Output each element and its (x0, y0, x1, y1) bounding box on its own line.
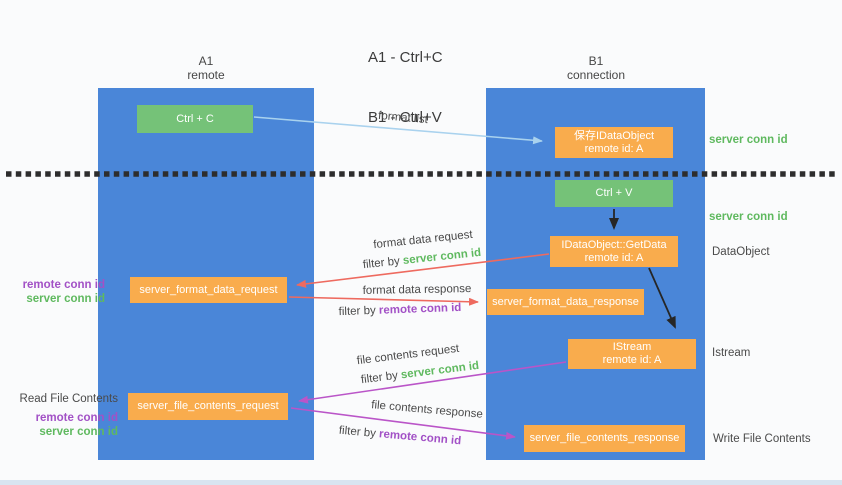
label-format-data-response: format data response (362, 283, 472, 297)
column-header-b1: B1 connection (536, 54, 656, 82)
label-file-contents-response: file contents response (370, 399, 484, 421)
annotation-remote-conn-id-top: remote conn id (22, 279, 105, 291)
annotation-left-bottom-group: Read File Contents remote conn id server… (0, 392, 118, 439)
annotation-server-conn-id-top: server conn id (709, 134, 788, 146)
filter-value-remote-2: remote conn id (378, 428, 462, 448)
save-idataobject-line1: 保存IDataObject (573, 129, 655, 142)
server-file-contents-request-label: server_file_contents_request (137, 400, 279, 412)
label-filter-remote-conn-2: filter by remote conn id (338, 424, 461, 449)
column-b1-subtitle: connection (566, 68, 626, 82)
annotation-server-conn-id-left-bottom: server conn id (39, 426, 118, 438)
annotation-read-file-contents: Read File Contents (19, 393, 118, 405)
getdata-line1: IDataObject::GetData (561, 238, 667, 251)
filter-by-prefix-2: filter by (338, 304, 380, 319)
diagram-title: A1 - Ctrl+C B1 - Ctrl+V (368, 8, 443, 168)
column-a1-subtitle: remote (187, 68, 225, 82)
filter-by-prefix-4: filter by (338, 424, 380, 441)
ctrl-c-label: Ctrl + C (176, 112, 214, 125)
column-a1-name: A1 (198, 54, 214, 68)
save-idataobject-line2: remote id: A (584, 142, 644, 155)
title-line-a1: A1 - Ctrl+C (368, 49, 443, 66)
node-istream: IStream remote id: A (568, 339, 696, 369)
node-server-format-data-response: server_format_data_response (487, 289, 644, 315)
window-bottom-edge (0, 480, 842, 485)
node-server-file-contents-response: server_file_contents_response (524, 425, 685, 452)
annotation-remote-conn-id-bottom: remote conn id (35, 412, 118, 424)
filter-by-prefix-3: filter by (360, 369, 402, 387)
filter-by-prefix-1: filter by (362, 255, 404, 272)
filter-value-server-2: server conn id (400, 359, 480, 382)
label-filter-remote-conn-1: filter by remote conn id (338, 301, 461, 319)
getdata-line2: remote id: A (584, 251, 644, 264)
filter-value-remote-1: remote conn id (378, 301, 462, 317)
node-save-idataobject: 保存IDataObject remote id: A (555, 127, 673, 158)
ctrl-v-label: Ctrl + V (595, 187, 633, 199)
annotation-left-top-conn-ids: remote conn id server conn id (0, 278, 105, 306)
node-server-file-contents-request: server_file_contents_request (128, 393, 288, 420)
column-b1-name: B1 (588, 54, 604, 68)
annotation-istream: Istream (712, 347, 751, 359)
server-file-contents-response-label: server_file_contents_response (529, 432, 680, 444)
column-header-a1: A1 remote (146, 54, 266, 82)
node-server-format-data-request: server_format_data_request (130, 277, 287, 303)
annotation-dataobject: DataObject (712, 246, 770, 258)
filter-value-server-1: server conn id (402, 246, 482, 267)
annotation-server-conn-id-left-top: server conn id (26, 293, 105, 305)
istream-line2: remote id: A (602, 354, 662, 366)
node-ctrl-v: Ctrl + V (555, 180, 673, 207)
annotation-server-conn-id-mid: server conn id (709, 211, 788, 223)
node-idataobject-getdata: IDataObject::GetData remote id: A (550, 236, 678, 267)
istream-line1: IStream (612, 341, 652, 353)
annotation-write-file-contents: Write File Contents (713, 433, 811, 445)
server-format-data-request-label: server_format_data_request (139, 283, 278, 296)
server-format-data-response-label: server_format_data_response (492, 295, 639, 308)
node-ctrl-c: Ctrl + C (137, 105, 253, 133)
